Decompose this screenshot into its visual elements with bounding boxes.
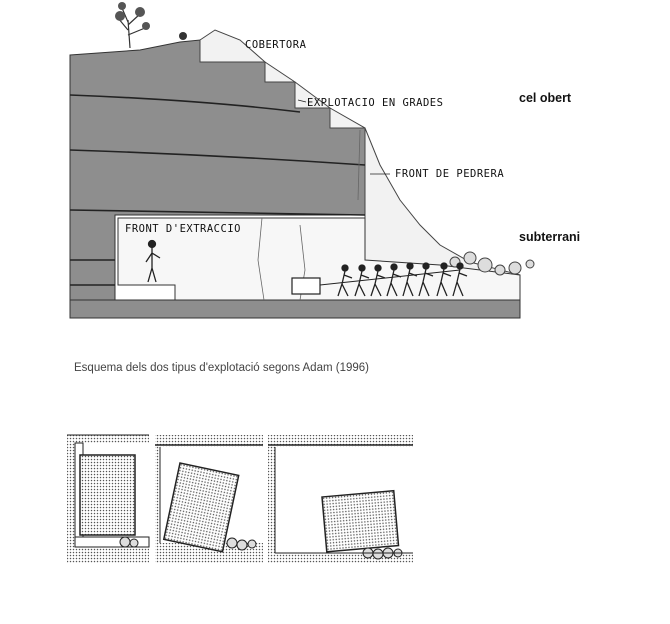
block-extraction-sequence — [67, 434, 413, 563]
label-open-sky: cel obert — [519, 91, 572, 105]
label-explotacio-grades: EXPLOTACIO EN GRADES — [307, 97, 444, 109]
worker-figure — [145, 239, 161, 283]
label-front-pedrera: FRONT DE PEDRERA — [395, 168, 505, 180]
underground-gallery — [117, 217, 521, 301]
stratum-line — [69, 94, 301, 113]
figure-caption: Esquema dels dos tipus d'explotació sego… — [74, 362, 369, 374]
stratum-line — [69, 209, 366, 216]
label-cobertora: COBERTORA — [245, 39, 307, 51]
stone-cart — [291, 277, 321, 295]
quarry-cross-section — [69, 2, 535, 319]
stratum-line — [69, 149, 366, 166]
tree-icon — [115, 2, 150, 49]
workers-group — [319, 262, 468, 297]
panel-3 — [268, 435, 413, 563]
label-front-extraccio: FRONT D'EXTRACCIO — [125, 223, 241, 235]
gallery-floor — [69, 299, 521, 319]
panel-1 — [67, 434, 150, 563]
label-underground: subterrani — [519, 230, 581, 244]
rubble — [449, 251, 535, 276]
panel-2 — [155, 435, 263, 563]
